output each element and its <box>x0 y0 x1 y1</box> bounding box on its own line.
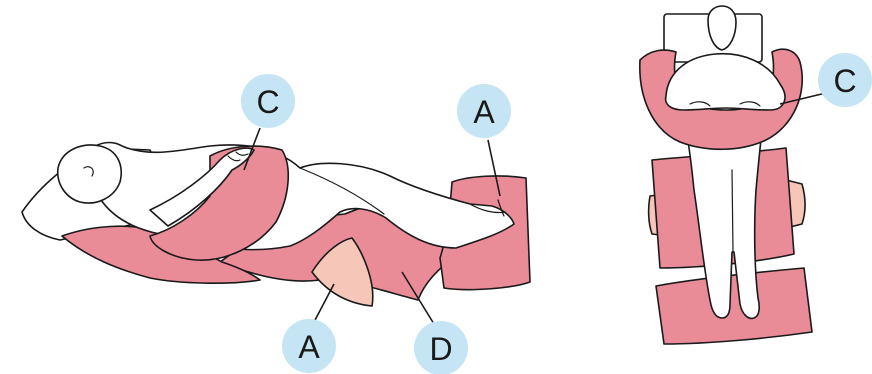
label-a-bottom-text: A <box>298 329 320 365</box>
label-side-bottom-pillow-a: A <box>282 319 336 373</box>
label-a-text: A <box>473 94 495 130</box>
top-view: C <box>640 6 872 344</box>
label-side-foot-pillow-a: A <box>457 84 511 138</box>
side-head <box>58 145 121 203</box>
label-top-arm-pillow-c: C <box>818 53 872 107</box>
leader-side-a-bottom <box>314 284 334 322</box>
label-side-arm-pillow-c: C <box>241 74 295 128</box>
label-c-text: C <box>256 84 279 120</box>
label-d-text: D <box>429 331 452 367</box>
top-bottom-pillow <box>656 268 812 344</box>
label-top-c-text: C <box>833 63 856 99</box>
label-side-leg-pillow-d: D <box>414 321 468 374</box>
side-view: C A A D <box>22 74 530 374</box>
